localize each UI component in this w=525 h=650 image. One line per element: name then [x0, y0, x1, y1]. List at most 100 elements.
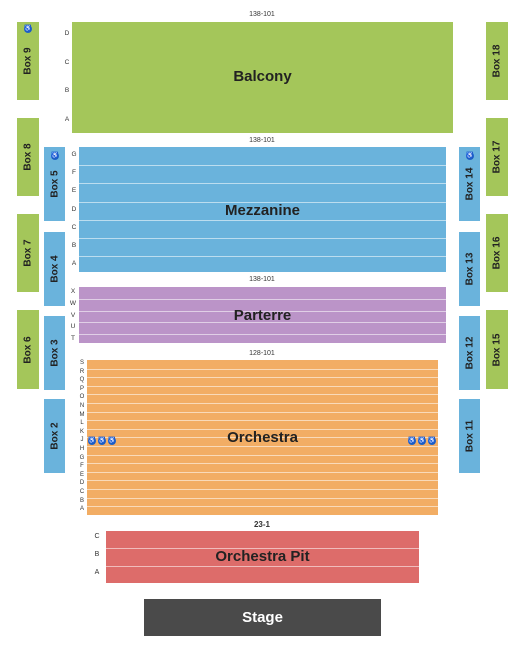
row-label: R — [79, 368, 85, 375]
row-divider — [106, 565, 419, 567]
row-divider — [79, 219, 446, 221]
box-5[interactable]: Box 5 — [44, 147, 65, 221]
section-orchestra[interactable]: Orchestra — [87, 360, 438, 515]
row-label: L — [80, 420, 84, 427]
row-label: K — [79, 428, 84, 435]
wheelchair-icon: ♿ — [418, 437, 426, 445]
box-13[interactable]: Box 13 — [459, 232, 480, 306]
box-12-label: Box 12 — [464, 336, 475, 370]
box-11-label: Box 11 — [464, 419, 475, 453]
row-label: C — [64, 58, 70, 66]
row-label: E — [79, 471, 84, 478]
row-divider — [87, 428, 438, 430]
row-divider — [87, 411, 438, 413]
row-divider — [79, 310, 446, 312]
box-5-label: Box 5 — [49, 170, 60, 198]
row-divider — [87, 471, 438, 473]
section-parterre-label: Parterre — [233, 307, 292, 324]
row-divider — [79, 238, 446, 239]
section-mezzanine-label: Mezzanine — [224, 202, 300, 219]
section-balcony[interactable]: Balcony — [72, 22, 453, 133]
row-label: Q — [79, 377, 85, 384]
section-orchestra-pit[interactable]: Orchestra Pit — [106, 531, 419, 583]
row-label: F — [72, 169, 76, 177]
row-label: C — [79, 489, 85, 495]
box-2-label: Box 2 — [49, 422, 60, 450]
box-7-label: Box 7 — [22, 239, 34, 267]
box-15-label: Box 15 — [491, 333, 503, 366]
box-6-label: Box 6 — [22, 335, 34, 364]
row-divider — [106, 548, 419, 550]
row-label: H — [79, 446, 85, 452]
row-label: X — [70, 288, 76, 295]
balcony-seat-range: 138-101 — [249, 11, 275, 18]
row-label: N — [79, 403, 85, 409]
wheelchair-icon: ♿ — [428, 437, 436, 445]
row-divider — [79, 183, 446, 185]
row-label: D — [64, 30, 70, 37]
box-13-label: Box 13 — [464, 252, 475, 286]
mezzanine-seat-range: 138-101 — [249, 137, 275, 144]
row-divider — [87, 454, 438, 456]
row-label: J — [80, 437, 84, 444]
row-label: B — [71, 242, 77, 249]
box-8[interactable]: Box 8 — [17, 118, 39, 196]
row-label: W — [69, 299, 77, 307]
orchestra-pit-seat-range: 23-1 — [253, 520, 270, 529]
box-4[interactable]: Box 4 — [44, 232, 65, 306]
row-divider — [87, 463, 438, 465]
stage: Stage — [144, 599, 381, 636]
section-parterre[interactable]: Parterre — [79, 287, 446, 343]
box-18[interactable]: Box 18 — [486, 22, 508, 100]
box-6[interactable]: Box 6 — [17, 310, 39, 389]
row-divider — [79, 165, 446, 167]
row-divider — [87, 506, 438, 508]
row-divider — [79, 322, 446, 324]
row-label: G — [71, 151, 77, 158]
row-divider — [87, 480, 438, 482]
row-label: U — [70, 323, 76, 331]
wheelchair-icon: ♿ — [88, 437, 96, 445]
row-divider — [87, 489, 438, 490]
row-label: A — [64, 116, 70, 124]
row-divider — [87, 377, 438, 379]
row-label: B — [79, 497, 84, 504]
wheelchair-icon: ♿ — [24, 25, 32, 33]
box-4-label: Box 4 — [49, 255, 60, 283]
row-label: C — [94, 533, 100, 540]
box-16-label: Box 16 — [491, 236, 503, 270]
row-label: S — [79, 360, 84, 366]
row-label: D — [71, 205, 77, 213]
row-divider — [79, 201, 446, 203]
box-11[interactable]: Box 11 — [459, 399, 480, 473]
wheelchair-icon: ♿ — [98, 437, 106, 445]
row-label: E — [71, 187, 77, 195]
box-14[interactable]: Box 14 — [459, 147, 480, 221]
box-3-label: Box 3 — [49, 339, 60, 367]
row-label: O — [79, 394, 85, 401]
section-orchestra-pit-label: Orchestra Pit — [215, 548, 310, 565]
row-label: A — [71, 260, 77, 268]
box-12[interactable]: Box 12 — [459, 316, 480, 390]
box-9-label: Box 9 — [22, 47, 34, 75]
row-label: B — [64, 87, 70, 95]
box-8-label: Box 8 — [22, 143, 34, 171]
row-label: V — [70, 311, 76, 319]
row-divider — [87, 420, 438, 422]
row-divider — [79, 334, 446, 336]
row-divider — [87, 446, 438, 447]
box-16[interactable]: Box 16 — [486, 214, 508, 292]
box-9[interactable]: Box 9 — [17, 22, 39, 100]
wheelchair-icon: ♿ — [466, 152, 474, 160]
box-15[interactable]: Box 15 — [486, 310, 508, 389]
row-label: A — [79, 506, 84, 513]
row-divider — [87, 497, 438, 499]
orchestra-seat-range: 128-101 — [249, 350, 275, 357]
row-label: F — [80, 463, 84, 470]
section-mezzanine[interactable]: Mezzanine — [79, 147, 446, 272]
box-17[interactable]: Box 17 — [486, 118, 508, 196]
box-2[interactable]: Box 2 — [44, 399, 65, 473]
row-label: G — [79, 454, 85, 461]
box-3[interactable]: Box 3 — [44, 316, 65, 390]
box-7[interactable]: Box 7 — [17, 214, 39, 292]
